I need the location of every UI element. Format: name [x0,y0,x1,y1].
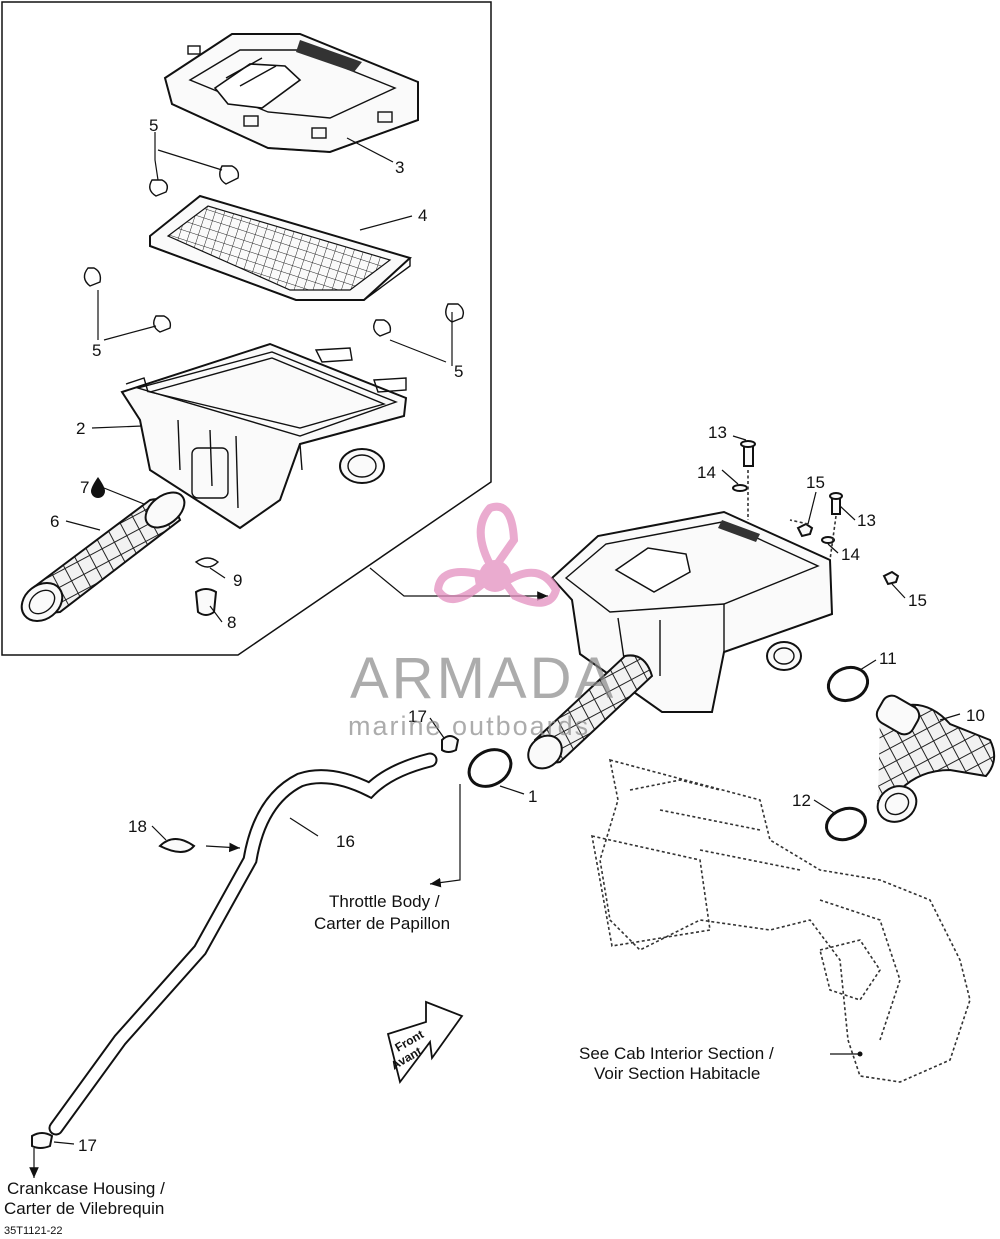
clip-parts [83,165,465,337]
label-11: 11 [879,649,897,668]
intake-tube-exploded [20,491,186,623]
airbox-cover [163,33,419,154]
label-13-top: 13 [708,423,727,442]
label-10: 10 [966,706,985,725]
intake-tube-assembled [527,654,654,770]
label-5-top: 5 [149,116,158,135]
label-12: 12 [792,791,811,810]
caption-throttle-en: Throttle Body / [329,892,440,911]
hose-clip-part-18 [158,838,196,853]
watermark: ARMADA marine outboards [348,502,616,741]
clamp-part-1 [467,748,513,788]
label-1: 1 [528,787,537,806]
leader-lines [29,132,961,1178]
reference-code: 35T1121-22 [4,1225,63,1237]
caption-crank-fr: Carter de Vilebrequin [4,1199,164,1218]
label-13-right: 13 [857,511,876,530]
cab-interior-outline [590,758,971,1083]
label-18: 18 [128,817,147,836]
airbox-base [120,342,408,530]
label-17-top: 17 [408,707,427,726]
label-5-left: 5 [92,341,101,360]
lubricant-drop-icon [91,477,105,498]
label-3: 3 [395,158,404,177]
label-17-bottom: 17 [78,1136,97,1155]
drain-clamp-and-cap [194,557,220,616]
label-5-right: 5 [454,362,463,381]
label-4: 4 [418,206,427,225]
label-15-top: 15 [806,473,825,492]
label-9: 9 [233,571,242,590]
label-2: 2 [76,419,85,438]
caption-crank-en: Crankcase Housing / [7,1179,165,1198]
caption-cab-en: See Cab Interior Section / [579,1044,774,1063]
watermark-brand: ARMADA [350,646,616,711]
propeller-logo [433,502,561,607]
air-filter [149,194,412,301]
duct-and-clamps [825,665,996,842]
caption-cab-fr: Voir Section Habitacle [594,1064,760,1083]
breather-hose [31,735,460,1149]
watermark-tagline: marine outboards [348,711,590,741]
label-7: 7 [80,478,89,497]
label-14-right: 14 [841,545,860,564]
exploded-view-frame [1,1,492,656]
label-6: 6 [50,512,59,531]
label-15-right: 15 [908,591,927,610]
mounting-hardware [732,440,900,586]
cab-section-dot [857,1051,863,1057]
front-direction-arrow: Front Avant [386,1000,464,1085]
label-14-top: 14 [697,463,716,482]
caption-throttle-fr: Carter de Papillon [314,914,450,933]
label-8: 8 [227,613,236,632]
label-16: 16 [336,832,355,851]
